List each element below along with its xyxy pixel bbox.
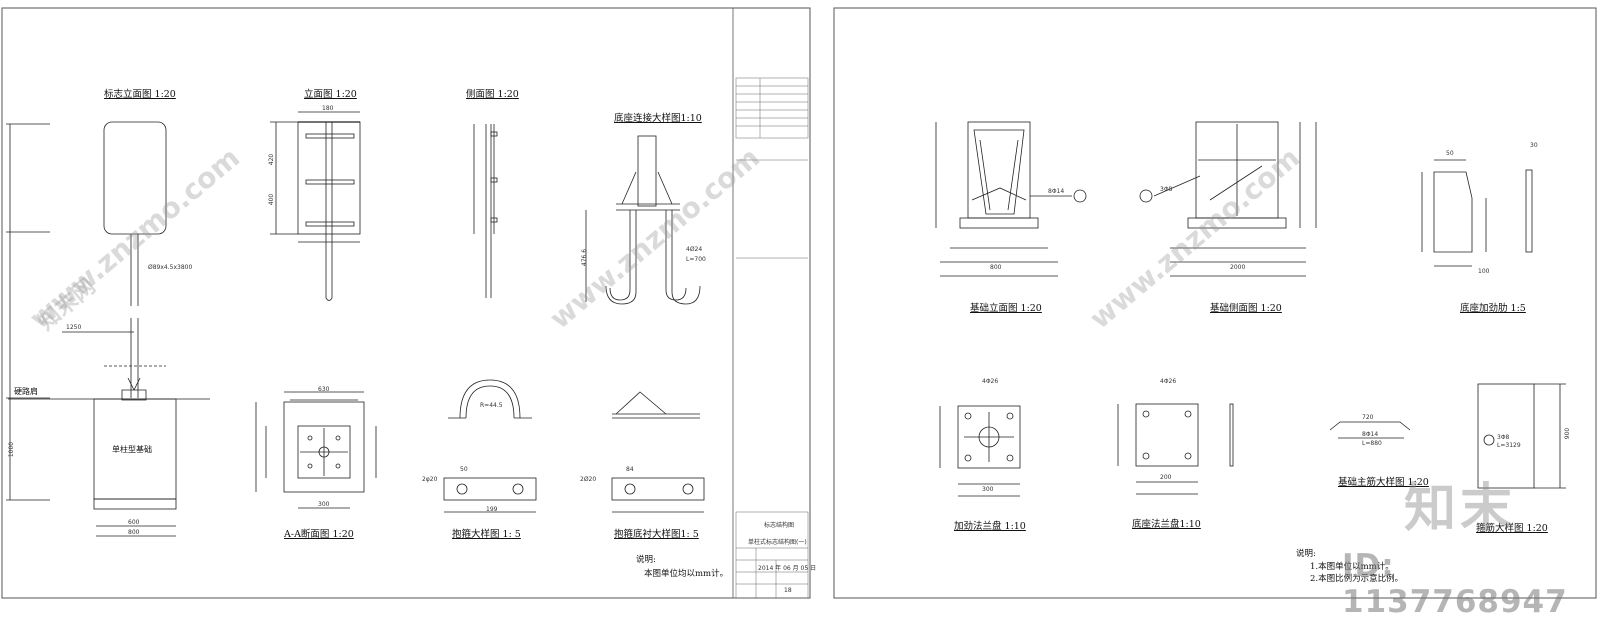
dim-84: 84: [626, 466, 634, 473]
label-rebar-a: 8Φ14: [1048, 188, 1065, 195]
stiff-flange-drawing: [939, 405, 1021, 497]
tb-sheet: 18: [784, 587, 792, 594]
dim-476: 476.6: [581, 248, 589, 267]
label-stir-spec: 3Φ8: [1497, 434, 1510, 441]
notes1-body: 本图单位均以mm计。: [644, 569, 729, 579]
stirrup-drawing: [1477, 383, 1566, 489]
base-flange-drawing: [1117, 403, 1234, 495]
title-fdn-side: 基础侧面图 1:20: [1210, 303, 1282, 314]
title-rib: 底座加劲肋 1:5: [1460, 303, 1526, 314]
label-bolt-spec: 4Ø24: [686, 246, 703, 253]
title-block: [735, 77, 809, 599]
dim-s2-300: 300: [982, 486, 994, 493]
title-elevation: 立面图 1:20: [304, 89, 357, 100]
foundation-elevation-drawing: [935, 121, 1087, 277]
sheet1-border: [1, 7, 811, 599]
title-hoop-liner: 抱箍底衬大样图1: 5: [614, 529, 699, 540]
label-stir-l: L=3129: [1497, 442, 1521, 449]
label-bar-spec: 8Φ14: [1362, 431, 1379, 438]
dim-420: 420: [268, 153, 276, 166]
watermark-layer: www.znzmo.com www.znzmo.com www.znzmo.co…: [23, 141, 1306, 335]
title-sign-elevation: 标志立面图 1:20: [104, 89, 176, 100]
label-pipe-spec: Ø89x4.5x3800: [148, 264, 193, 271]
dim-s2-50: 50: [1446, 150, 1454, 157]
side-drawing: [473, 124, 498, 298]
dim-2p20b: 2Ø20: [580, 476, 597, 483]
title-stirrup: 箍筋大样图 1:20: [1476, 523, 1548, 534]
dim-s2-900: 900: [1564, 427, 1572, 440]
dim-400: 400: [268, 193, 276, 206]
watermark-id: ID: 1137768947: [1342, 548, 1568, 620]
dim-600: 600: [128, 519, 140, 526]
title-main-bar: 基础主筋大样图 1:20: [1338, 477, 1429, 488]
title-fdn-elevation: 基础立面图 1:20: [970, 303, 1042, 314]
hoop-liner-drawing: [611, 391, 705, 513]
title-section-aa: A-A断面图 1:20: [284, 529, 354, 540]
drawing-canvas: www.znzmo.com www.znzmo.com www.znzmo.co…: [1, 7, 1597, 599]
dim-radius: R=44.5: [480, 402, 503, 409]
dim-630: 630: [318, 386, 330, 393]
dim-s2-30: 30: [1530, 142, 1538, 149]
dim-300: 300: [318, 501, 330, 508]
dim-2p20: 2φ20: [422, 476, 438, 483]
dim-s2-800: 800: [990, 264, 1002, 271]
notes2-item1: 1.本图单位以mm计。: [1310, 562, 1394, 572]
base-connection-drawing: [585, 135, 701, 305]
notes1-title: 说明:: [636, 555, 656, 565]
dim-s2-100: 100: [1478, 268, 1490, 275]
label-foundation: 单柱型基础: [112, 445, 152, 454]
dim-1250: 1250: [66, 324, 82, 331]
dim-s2-2000: 2000: [1230, 264, 1246, 271]
section-aa-drawing: [255, 391, 377, 509]
dim-180: 180: [322, 105, 334, 112]
label-hard-shoulder: 硬路肩: [14, 387, 38, 396]
dim-1000: 1000: [8, 441, 16, 458]
notes2-item2: 2.本图比例为示意比例。: [1310, 574, 1404, 584]
watermark-url-2: www.znzmo.com: [543, 141, 766, 335]
sign-elevation-drawing: [6, 121, 210, 537]
dim-50: 50: [460, 466, 468, 473]
foundation-side-drawing: [1139, 121, 1317, 277]
title-hoop: 抱箍大样图 1: 5: [452, 529, 521, 540]
title-stiff-flange: 加劲法兰盘 1:10: [954, 521, 1026, 532]
dim-800: 800: [128, 529, 140, 536]
label-bar-l: L=880: [1362, 440, 1382, 447]
title-base-flange: 底座法兰盘1:10: [1132, 519, 1201, 530]
tb-date: 2014 年 06 月 05 日: [758, 565, 817, 572]
title-side: 侧面图 1:20: [466, 89, 519, 100]
rib-drawing: [1421, 159, 1533, 267]
dim-199: 199: [486, 506, 498, 513]
label-rebar-b: 3Φ8: [1160, 186, 1173, 193]
title-base-detail: 底座连接大样图1:10: [614, 113, 702, 124]
label-holes: 4Φ26: [982, 378, 999, 385]
hoop-drawing: [443, 379, 537, 513]
label-holes2: 4Φ26: [1160, 378, 1177, 385]
tb-project: 标志结构图: [764, 522, 795, 529]
label-bolt-len: L=700: [686, 256, 706, 263]
notes2-title: 说明:: [1296, 549, 1316, 559]
sheet2-border: [833, 7, 1597, 599]
dim-s2-200: 200: [1160, 474, 1172, 481]
elevation-drawing: [270, 111, 361, 301]
watermark-brand: 知末: [1404, 479, 1517, 539]
label-bar-len: 720: [1362, 414, 1374, 421]
tb-drawing: 单柱式标志结构图(一): [748, 539, 807, 546]
main-bar-drawing: [1329, 421, 1411, 439]
